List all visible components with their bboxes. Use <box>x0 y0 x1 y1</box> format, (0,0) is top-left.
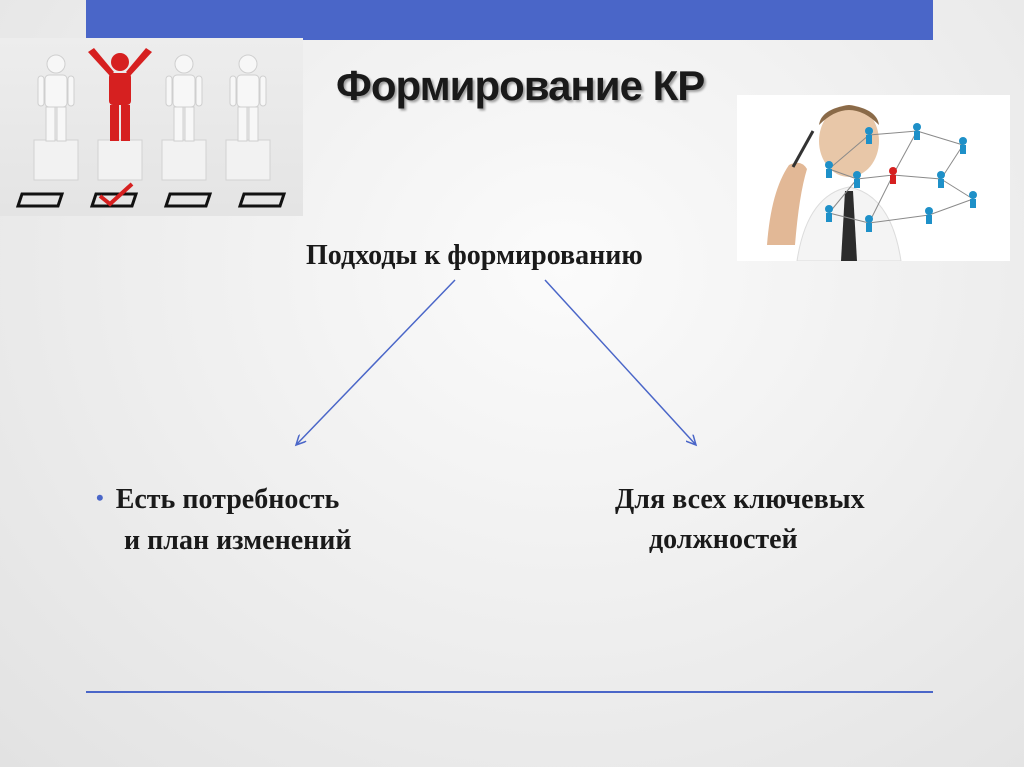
bullet-icon: • <box>96 485 104 510</box>
arrow-right <box>544 279 696 445</box>
right-approach-line1: Для всех ключевых <box>615 484 865 515</box>
left-approach-line2: и план изменений <box>124 525 352 556</box>
bottom-rule <box>86 691 933 693</box>
selection-illustration <box>0 38 303 216</box>
slide-title: Формирование КР <box>336 62 705 109</box>
right-approach: Для всех ключевых должностей <box>615 480 945 560</box>
left-approach-line1: • Есть потребность <box>96 480 352 521</box>
selection-of-candidate-icon <box>15 48 287 208</box>
left-approach: • Есть потребность и план изменений <box>96 480 352 561</box>
approaches-heading: Подходы к формированию <box>306 240 643 271</box>
top-accent-bar <box>86 0 933 40</box>
right-approach-line2: должностей <box>649 524 798 555</box>
network-illustration <box>737 95 1010 261</box>
left-approach-text1: Есть потребность <box>115 484 340 515</box>
network-diagram-icon <box>767 105 977 261</box>
arrow-left <box>296 279 456 445</box>
